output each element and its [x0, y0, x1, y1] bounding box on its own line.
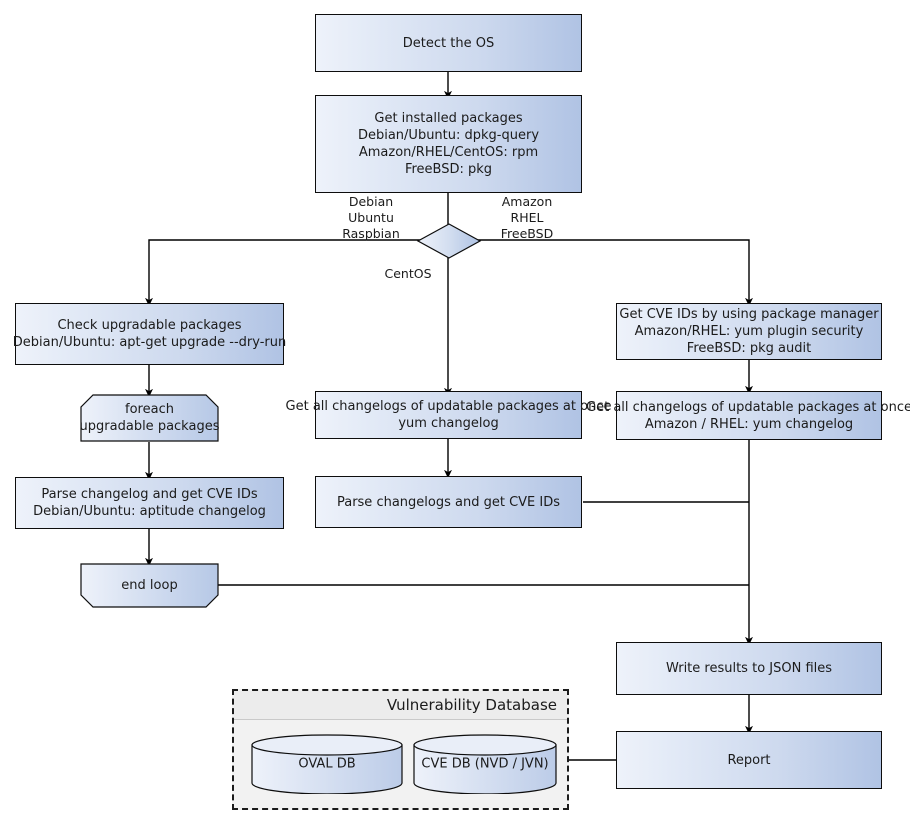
text-line: Get installed packages	[374, 111, 523, 126]
vulnerability-database-title: Vulnerability Database	[386, 696, 557, 714]
edge-decision-right	[468, 239, 753, 307]
node-report[interactable]: Report	[616, 731, 882, 789]
text-line: Raspbian	[342, 226, 400, 241]
node-get-changelogs-center-text: Get all changelogs of updatable packages…	[286, 398, 612, 432]
node-check-upgradable-text: Check upgradable packages Debian/Ubuntu:…	[13, 317, 286, 351]
node-foreach-loop-start[interactable]: foreach upgradable packages	[80, 394, 219, 442]
node-write-results-json[interactable]: Write results to JSON files	[616, 642, 882, 695]
database-cylinder-oval[interactable]: OVAL DB	[251, 734, 403, 794]
text-line: RHEL	[510, 210, 544, 225]
node-end-loop-label: end loop	[121, 578, 178, 593]
text-line: Amazon	[501, 194, 553, 209]
text-line: FreeBSD: pkg	[404, 162, 493, 177]
node-get-installed-packages[interactable]: Get installed packages Debian/Ubuntu: dp…	[315, 95, 582, 193]
text-line: Get CVE IDs by using package manager	[619, 307, 879, 322]
text-line: CentOS	[384, 266, 432, 281]
text-line: upgradable packages	[79, 419, 220, 434]
node-write-results-json-label: Write results to JSON files	[665, 661, 833, 676]
text-line: Check upgradable packages	[57, 318, 242, 333]
node-get-changelogs-right-text: Get all changelogs of updatable packages…	[586, 399, 910, 433]
node-parse-changelogs-center[interactable]: Parse changelogs and get CVE IDs	[315, 476, 582, 528]
node-get-cve-ids-right[interactable]: Get CVE IDs by using package manager Ama…	[616, 303, 882, 360]
cylinder-icon	[413, 734, 557, 794]
node-get-cve-ids-right-text: Get CVE IDs by using package manager Ama…	[619, 306, 878, 357]
node-get-changelogs-center[interactable]: Get all changelogs of updatable packages…	[286, 391, 611, 439]
node-get-changelogs-right[interactable]: Get all changelogs of updatable packages…	[586, 391, 910, 440]
database-cylinder-cve-label: CVE DB (NVD / JVN)	[421, 756, 549, 772]
text-line: FreeBSD	[500, 226, 554, 241]
vulnerability-database-title-bar: Vulnerability Database	[234, 691, 567, 720]
branch-label-right: Amazon RHEL FreeBSD	[482, 194, 572, 242]
node-report-label: Report	[727, 752, 771, 768]
node-foreach-loop-text: foreach upgradable packages	[80, 401, 220, 435]
node-end-loop[interactable]: end loop	[80, 563, 219, 608]
database-cylinder-cve[interactable]: CVE DB (NVD / JVN)	[413, 734, 557, 794]
text-line: yum changelog	[398, 416, 499, 431]
cylinder-icon	[251, 734, 403, 794]
node-parse-changelog-left-text: Parse changelog and get CVE IDs Debian/U…	[33, 486, 266, 520]
node-check-upgradable-packages[interactable]: Check upgradable packages Debian/Ubuntu:…	[13, 303, 286, 365]
text-line: Amazon/RHEL/CentOS: rpm	[358, 145, 539, 160]
text-line: Ubuntu	[348, 210, 394, 225]
text-line: Get all changelogs of updatable packages…	[586, 399, 910, 415]
text-line: Debian/Ubuntu: aptitude changelog	[33, 504, 266, 519]
vulnerability-database-group: Vulnerability Database OVAL DB CVE DB (N…	[232, 689, 569, 810]
node-detect-os[interactable]: Detect the OS	[315, 14, 582, 72]
loop-start-shape	[80, 394, 219, 442]
decision-diamond[interactable]	[416, 222, 482, 260]
text-line: Debian	[348, 194, 394, 209]
text-line: Debian/Ubuntu: dpkg-query	[357, 128, 540, 143]
text-line: FreeBSD: pkg audit	[686, 341, 812, 356]
text-line: Amazon / RHEL: yum changelog	[644, 416, 854, 432]
text-line: Amazon/RHEL: yum plugin security	[634, 324, 864, 339]
text-line: Debian/Ubuntu: apt-get upgrade --dry-run	[12, 335, 287, 350]
node-detect-os-label: Detect the OS	[402, 35, 495, 51]
node-parse-changelog-left[interactable]: Parse changelog and get CVE IDs Debian/U…	[15, 477, 284, 529]
node-parse-changelogs-center-label: Parse changelogs and get CVE IDs	[336, 494, 561, 510]
text-line: Parse changelog and get CVE IDs	[41, 487, 258, 502]
loop-end-shape	[80, 563, 219, 608]
text-line: Get all changelogs of updatable packages…	[285, 399, 612, 414]
branch-label-left: Debian Ubuntu Raspbian	[326, 194, 416, 242]
branch-label-center: CentOS	[368, 266, 448, 282]
node-get-installed-packages-text: Get installed packages Debian/Ubuntu: dp…	[358, 110, 539, 178]
text-line: foreach	[125, 402, 174, 417]
database-cylinder-oval-label: OVAL DB	[298, 756, 356, 772]
